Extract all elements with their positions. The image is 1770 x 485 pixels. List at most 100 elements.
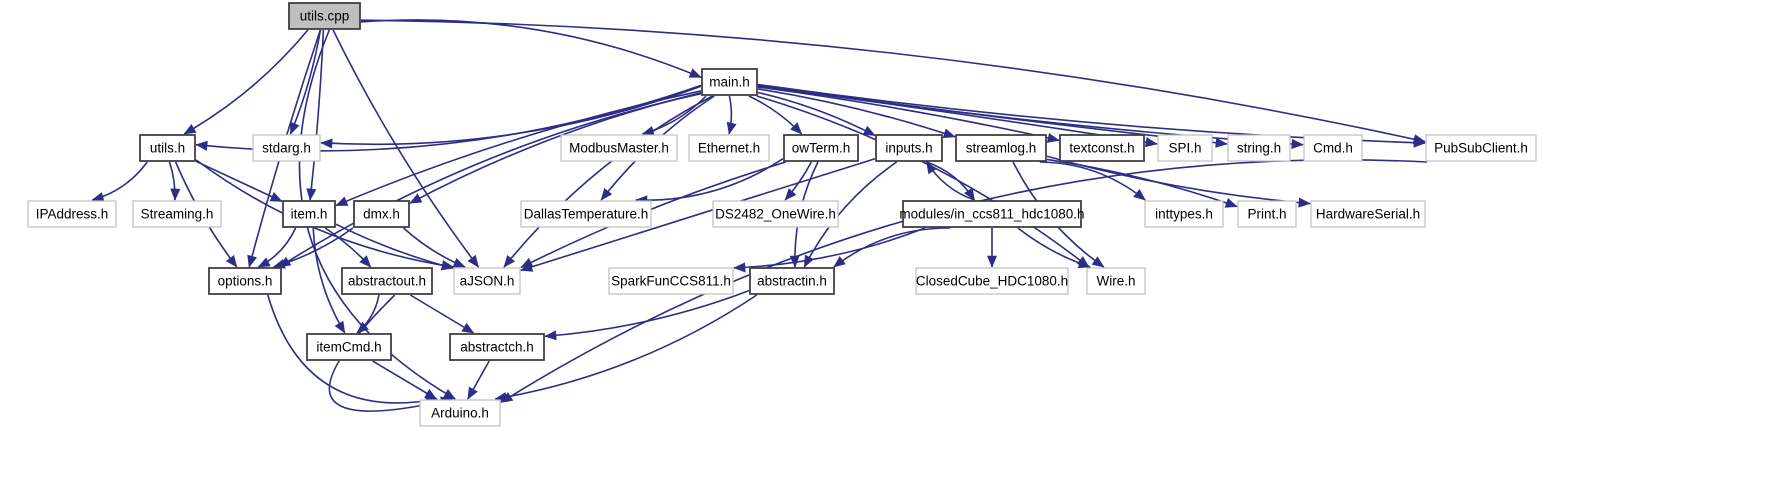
graph-node-dallastemp-h[interactable]: DallasTemperature.h: [520, 200, 652, 228]
graph-node-inputs-h[interactable]: inputs.h: [875, 134, 943, 162]
node-box[interactable]: [1310, 200, 1426, 228]
graph-node-main-h[interactable]: main.h: [701, 68, 758, 96]
edge-arrowhead: [1413, 137, 1426, 148]
graph-node-arduino-h[interactable]: Arduino.h: [419, 399, 501, 427]
node-box[interactable]: [208, 267, 282, 295]
edge-arrowhead: [170, 188, 181, 201]
dependency-edge: [1046, 155, 1311, 205]
node-box[interactable]: [749, 267, 835, 295]
edge-arrowhead: [359, 255, 372, 268]
node-box[interactable]: [1237, 200, 1297, 228]
node-box[interactable]: [1303, 134, 1363, 162]
node-box[interactable]: [139, 134, 196, 162]
graph-node-hardwareserial-h[interactable]: HardwareSerial.h: [1310, 200, 1426, 228]
graph-node-utils-cpp[interactable]: utils.cpp: [288, 2, 361, 30]
node-box[interactable]: [520, 200, 652, 228]
dependency-edge: [495, 294, 758, 400]
graph-node-closedcube-h[interactable]: ClosedCube_HDC1080.h: [915, 267, 1069, 295]
node-box[interactable]: [701, 68, 758, 96]
node-box[interactable]: [955, 134, 1047, 162]
edge-arrowhead: [1077, 258, 1091, 269]
graph-node-string-h[interactable]: string.h: [1227, 134, 1291, 162]
node-box[interactable]: [449, 333, 545, 361]
graph-node-ds2482-h[interactable]: DS2482_OneWire.h: [712, 200, 839, 228]
node-box[interactable]: [688, 134, 770, 162]
node-box[interactable]: [252, 134, 321, 162]
dependency-edge: [183, 29, 309, 135]
graph-node-owterm-h[interactable]: owTerm.h: [783, 134, 859, 162]
node-box[interactable]: [608, 267, 734, 295]
edge-arrowhead: [784, 188, 797, 201]
graph-node-modbusmaster-h[interactable]: ModbusMaster.h: [560, 134, 678, 162]
node-box[interactable]: [353, 200, 410, 228]
edge-arrowhead: [257, 257, 271, 268]
node-box[interactable]: [783, 134, 859, 162]
edge-arrowhead: [247, 254, 257, 268]
graph-node-abstractch-h[interactable]: abstractch.h: [449, 333, 545, 361]
node-box[interactable]: [1157, 134, 1213, 162]
dependency-edge: [757, 88, 956, 138]
node-box[interactable]: [712, 200, 839, 228]
graph-node-cmd-h[interactable]: Cmd.h: [1303, 134, 1363, 162]
graph-node-item-h[interactable]: item.h: [282, 200, 336, 228]
graph-node-inttypes-h[interactable]: inttypes.h: [1144, 200, 1224, 228]
node-box[interactable]: [875, 134, 943, 162]
node-box[interactable]: [453, 267, 521, 295]
graph-node-dmx-h[interactable]: dmx.h: [353, 200, 410, 228]
node-box[interactable]: [132, 200, 222, 228]
node-box[interactable]: [902, 200, 1082, 228]
edge-arrowhead: [790, 122, 803, 135]
dependency-edge: [298, 29, 456, 400]
graph-node-options-h[interactable]: options.h: [208, 267, 282, 295]
dependency-edge: [335, 90, 702, 207]
node-box[interactable]: [1227, 134, 1291, 162]
node-box[interactable]: [27, 200, 117, 228]
edge-arrowhead: [290, 121, 300, 135]
edge-arrowhead: [320, 138, 333, 149]
graph-node-pubsubclient-h[interactable]: PubSubClient.h: [1425, 134, 1537, 162]
node-box[interactable]: [1059, 134, 1145, 162]
graph-node-itemcmd-h[interactable]: itemCmd.h: [306, 333, 392, 361]
edge-arrowhead: [467, 254, 479, 268]
edge-arrowhead: [1145, 137, 1158, 148]
dependency-edge: [289, 29, 322, 135]
edge-arrowhead: [1133, 188, 1146, 201]
graph-node-print-h[interactable]: Print.h: [1237, 200, 1297, 228]
graph-node-ajson-h[interactable]: aJSON.h: [453, 267, 521, 295]
graph-node-streamlog-h[interactable]: streamlog.h: [955, 134, 1047, 162]
graph-node-stdarg-h[interactable]: stdarg.h: [252, 134, 321, 162]
dependency-edge: [833, 227, 951, 268]
node-box[interactable]: [915, 267, 1069, 295]
edges-layer: [91, 19, 1428, 412]
dependency-edge: [757, 86, 1060, 142]
node-box[interactable]: [341, 267, 433, 295]
dependency-edge: [757, 91, 876, 137]
node-box[interactable]: [1425, 134, 1537, 162]
graph-node-abstractout-h[interactable]: abstractout.h: [341, 267, 433, 295]
node-box[interactable]: [1144, 200, 1224, 228]
graph-node-ethernet-h[interactable]: Ethernet.h: [688, 134, 770, 162]
node-box[interactable]: [419, 399, 501, 427]
edge-arrowhead: [1224, 198, 1238, 208]
graph-node-wire-h[interactable]: Wire.h: [1086, 267, 1146, 295]
node-box[interactable]: [306, 333, 392, 361]
edge-arrowhead: [986, 255, 998, 268]
graph-node-streaming-h[interactable]: Streaming.h: [132, 200, 222, 228]
graph-node-spi-h[interactable]: SPI.h: [1157, 134, 1213, 162]
edge-arrowhead: [503, 255, 516, 268]
node-box[interactable]: [560, 134, 678, 162]
edge-arrowhead: [942, 128, 956, 139]
graph-node-abstractin-h[interactable]: abstractin.h: [749, 267, 835, 295]
edge-arrowhead: [335, 196, 349, 206]
edge-arrowhead: [1291, 138, 1304, 149]
graph-node-textconst-h[interactable]: textconst.h: [1059, 134, 1145, 162]
graph-node-sparkfunccs811-h[interactable]: SparkFunCCS811.h: [608, 267, 734, 295]
graph-node-modules-ccs811-h[interactable]: modules/in_ccs811_hdc1080.h: [899, 200, 1085, 228]
graph-node-ipaddress-h[interactable]: IPAddress.h: [27, 200, 117, 228]
node-box[interactable]: [288, 2, 361, 30]
edge-arrowhead: [461, 322, 475, 334]
graph-node-utils-h[interactable]: utils.h: [139, 134, 196, 162]
node-box[interactable]: [1086, 267, 1146, 295]
node-box[interactable]: [282, 200, 336, 228]
